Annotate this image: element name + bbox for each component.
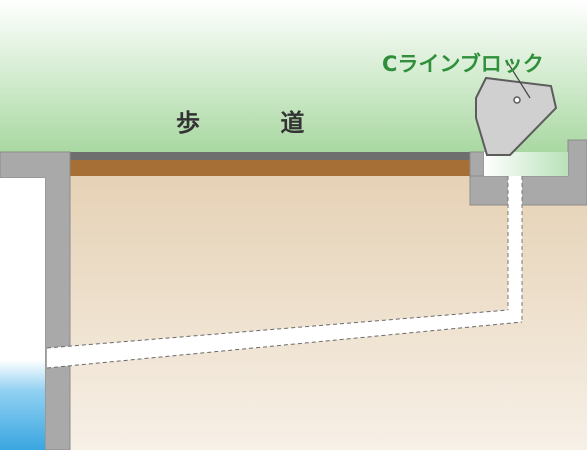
curb-left	[469, 151, 485, 177]
block-hole	[513, 96, 521, 104]
product-label: Cラインブロック	[382, 52, 544, 76]
pavement-base	[70, 160, 470, 176]
drain-pipe	[47, 176, 522, 368]
pipe-edge-top	[46, 309, 509, 349]
c-line-block	[475, 76, 558, 156]
walkway-label: 歩 道	[176, 109, 341, 137]
pavement-surface	[70, 152, 470, 160]
pipe-edge-bottom	[46, 321, 523, 369]
water	[0, 360, 45, 450]
leader-line	[507, 62, 531, 99]
side-ditch-wall	[0, 151, 71, 450]
